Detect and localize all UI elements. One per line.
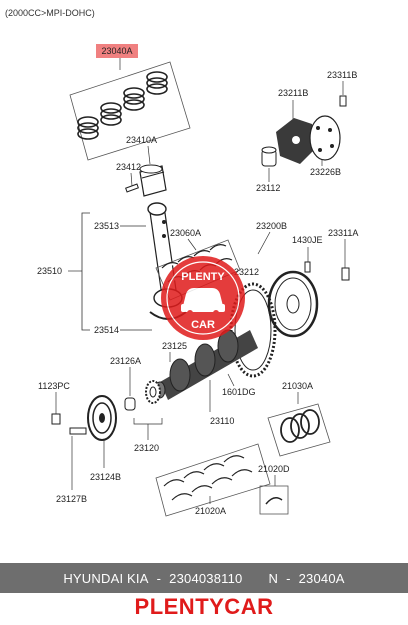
piston-pin-icon <box>125 183 139 193</box>
part-number-23110: 23110 <box>210 416 234 426</box>
part-number-23200B: 23200B <box>256 221 287 231</box>
part-number-23040A: 23040A <box>101 46 132 56</box>
part-number-23311B: 23311B <box>327 70 357 80</box>
part-number-21020D: 21020D <box>258 464 290 474</box>
watermark-top-text: PLENTY <box>181 271 225 283</box>
washer-bolt-icon <box>51 413 61 425</box>
vehicle-make: HYUNDAI KIA <box>63 570 149 586</box>
part-number-23124B: 23124B <box>90 472 121 482</box>
part-number-1430JE: 1430JE <box>292 235 323 245</box>
part-number-21030A: 21030A <box>282 381 313 391</box>
pulley-bolt-icon <box>69 427 87 435</box>
dowel-pin-icon <box>304 261 311 273</box>
part-number-23120: 23120 <box>134 443 159 453</box>
part-number-23212: 23212 <box>234 267 259 277</box>
crank-key-icon <box>124 397 136 411</box>
piston-ring-set[interactable] <box>69 61 191 161</box>
part-number-23311A: 23311A <box>328 228 358 238</box>
bolt-icon <box>339 95 347 107</box>
adapter-plate-icon <box>309 115 341 161</box>
part-number-23412: 23412 <box>116 162 141 172</box>
part-info-bar: HYUNDAI KIA - 2304038110 N - 23040A <box>0 563 408 593</box>
separator: - <box>156 570 162 586</box>
n-label: N <box>268 570 279 586</box>
flywheel-bolt-icon <box>341 267 350 281</box>
engine-spec-label: (2000CC>MPI-DOHC) <box>5 8 95 18</box>
part-number-23060A: 23060A <box>170 228 201 238</box>
part-number-23513: 23513 <box>94 221 119 231</box>
car-icon <box>181 288 225 316</box>
flywheel-icon <box>267 270 319 338</box>
part-number-23127B: 23127B <box>56 494 87 504</box>
part-number-23410A: 23410A <box>126 135 157 145</box>
brand-name: PLENTYCAR <box>134 594 274 619</box>
oem-part-number: 2304038110 <box>169 570 243 586</box>
crank-pulley-icon <box>87 395 117 441</box>
part-number-23125: 23125 <box>162 341 187 351</box>
part-number-21020A: 21020A <box>195 506 226 516</box>
part-number-23126A: 23126A <box>110 356 141 366</box>
separator-2: - <box>286 570 291 586</box>
part-label-23040A[interactable]: 23040A <box>96 44 138 58</box>
drive-plate-icon <box>276 118 316 164</box>
main-bearing-shell[interactable] <box>259 485 289 515</box>
main-bearing-set[interactable] <box>155 443 271 517</box>
part-number-1123PC: 1123PC <box>38 381 70 391</box>
part-number-23226B: 23226B <box>310 167 341 177</box>
part-number-1601DG: 1601DG <box>222 387 256 397</box>
thrust-washer-set[interactable] <box>267 403 331 457</box>
diagram-ref-number: 23040A <box>298 570 345 586</box>
crankshaft-icon <box>154 329 258 400</box>
plentycar-watermark: PLENTY CAR <box>161 256 245 340</box>
parts-diagram: (2000CC>MPI-DOHC) 23040A 23311B 23211B 2… <box>5 8 358 517</box>
part-number-23211B: 23211B <box>278 88 308 98</box>
part-number-23514: 23514 <box>94 325 119 335</box>
bushing-icon <box>261 146 277 167</box>
part-number-23112: 23112 <box>256 183 280 193</box>
crank-sprocket-icon <box>145 380 161 404</box>
part-number-23510: 23510 <box>37 266 62 276</box>
ring-gear-icon <box>229 282 277 378</box>
piston-icon <box>139 164 167 197</box>
watermark-bottom-text: CAR <box>191 319 215 331</box>
